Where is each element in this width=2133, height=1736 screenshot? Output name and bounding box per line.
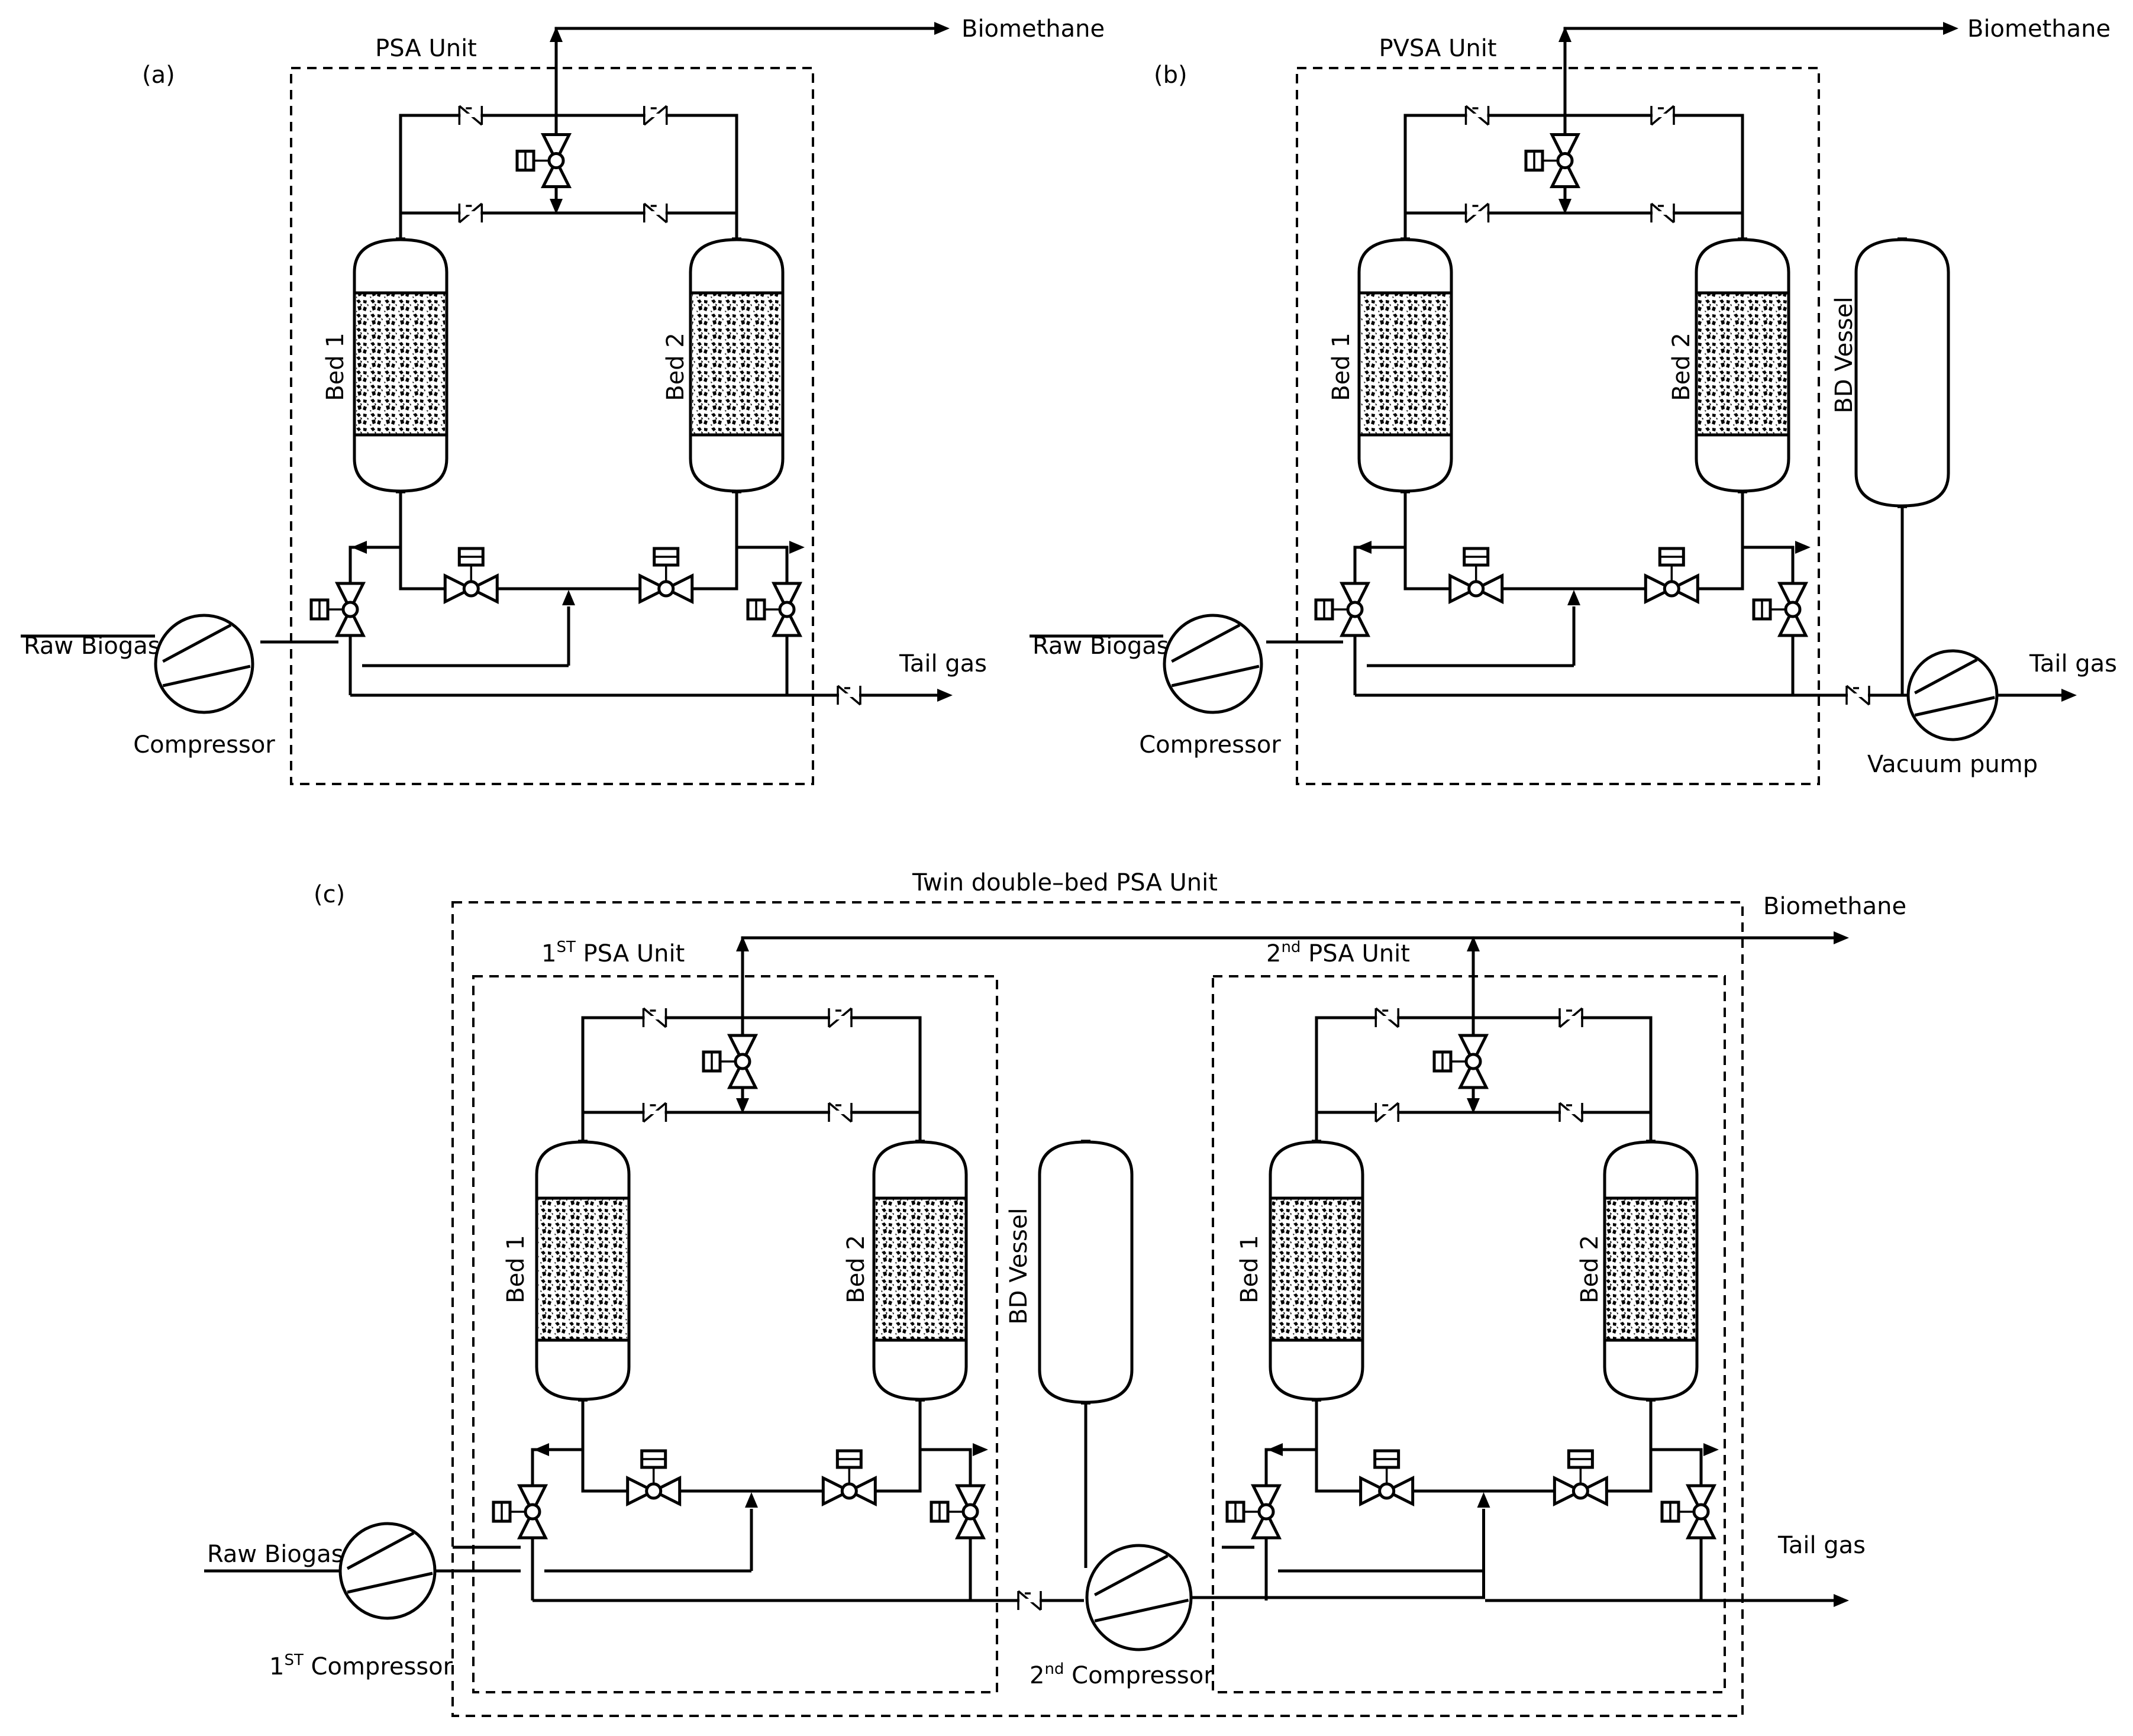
panel-c-biomethane-label: Biomethane — [1763, 893, 1906, 920]
panel-c-feed-label: Raw Biogas — [207, 1541, 344, 1568]
panel-a-unit-title: PSA Unit — [375, 35, 477, 62]
panel-b-compressor-label: Compressor — [1139, 731, 1281, 759]
panel-b-bd-vessel-label: BD Vessel — [1831, 296, 1858, 413]
panel-c-2nd-twin-bed — [1222, 1007, 1719, 1601]
panel-b — [1030, 22, 2077, 785]
panel-b-unit-title: PVSA Unit — [1379, 35, 1496, 62]
panel-c-1st-bed1-label: Bed 1 — [502, 1235, 530, 1303]
panel-c-2nd-bed1-label: Bed 1 — [1236, 1235, 1263, 1303]
panel-c-bd-vessel-label: BD Vessel — [1005, 1208, 1032, 1324]
panel-c-1st-compressor-label: 1ST Compressor — [269, 1651, 453, 1680]
panel-c-1st-psa-unit-title: 1ST PSA Unit — [541, 938, 685, 967]
panel-b-bed1-label: Bed 1 — [1328, 333, 1355, 401]
panel-b-tag: (b) — [1154, 62, 1187, 89]
panel-b-vacuum-pump-label: Vacuum pump — [1867, 751, 2038, 778]
panel-a-twin-bed — [260, 105, 805, 695]
panel-a — [21, 22, 953, 785]
panel-b-tail-gas-label: Tail gas — [2029, 650, 2117, 677]
panel-a-tail-gas-label: Tail gas — [899, 650, 987, 677]
panel-a-compressor-label: Compressor — [133, 731, 275, 759]
panel-a-tag: (a) — [142, 62, 175, 89]
panel-a-bed2-label: Bed 2 — [662, 333, 689, 401]
panel-c-2nd-psa-unit-title: 2nd PSA Unit — [1266, 938, 1410, 967]
panel-c-2nd-compressor-label: 2nd Compressor — [1030, 1660, 1214, 1689]
panel-b-biomethane-label: Biomethane — [1967, 15, 2111, 43]
panel-b-feed-label: Raw Biogas — [1032, 633, 1169, 660]
panel-c-2nd-bed2-label: Bed 2 — [1576, 1235, 1603, 1303]
panel-a-feed-label: Raw Biogas — [24, 633, 160, 660]
panel-c — [204, 901, 1849, 1717]
panel-c-unit-title: Twin double–bed PSA Unit — [912, 869, 1218, 896]
panel-c-tail-gas-label: Tail gas — [1777, 1532, 1866, 1559]
panel-a-bed1-label: Bed 1 — [322, 333, 349, 401]
panel-c-tag: (c) — [314, 881, 345, 908]
panel-c-1st-twin-bed — [453, 1007, 988, 1601]
panel-a-biomethane-label: Biomethane — [961, 15, 1105, 43]
panel-b-bed2-label: Bed 2 — [1668, 333, 1695, 401]
panel-b-twin-bed — [1266, 105, 1811, 695]
panel-c-1st-bed2-label: Bed 2 — [843, 1235, 870, 1303]
